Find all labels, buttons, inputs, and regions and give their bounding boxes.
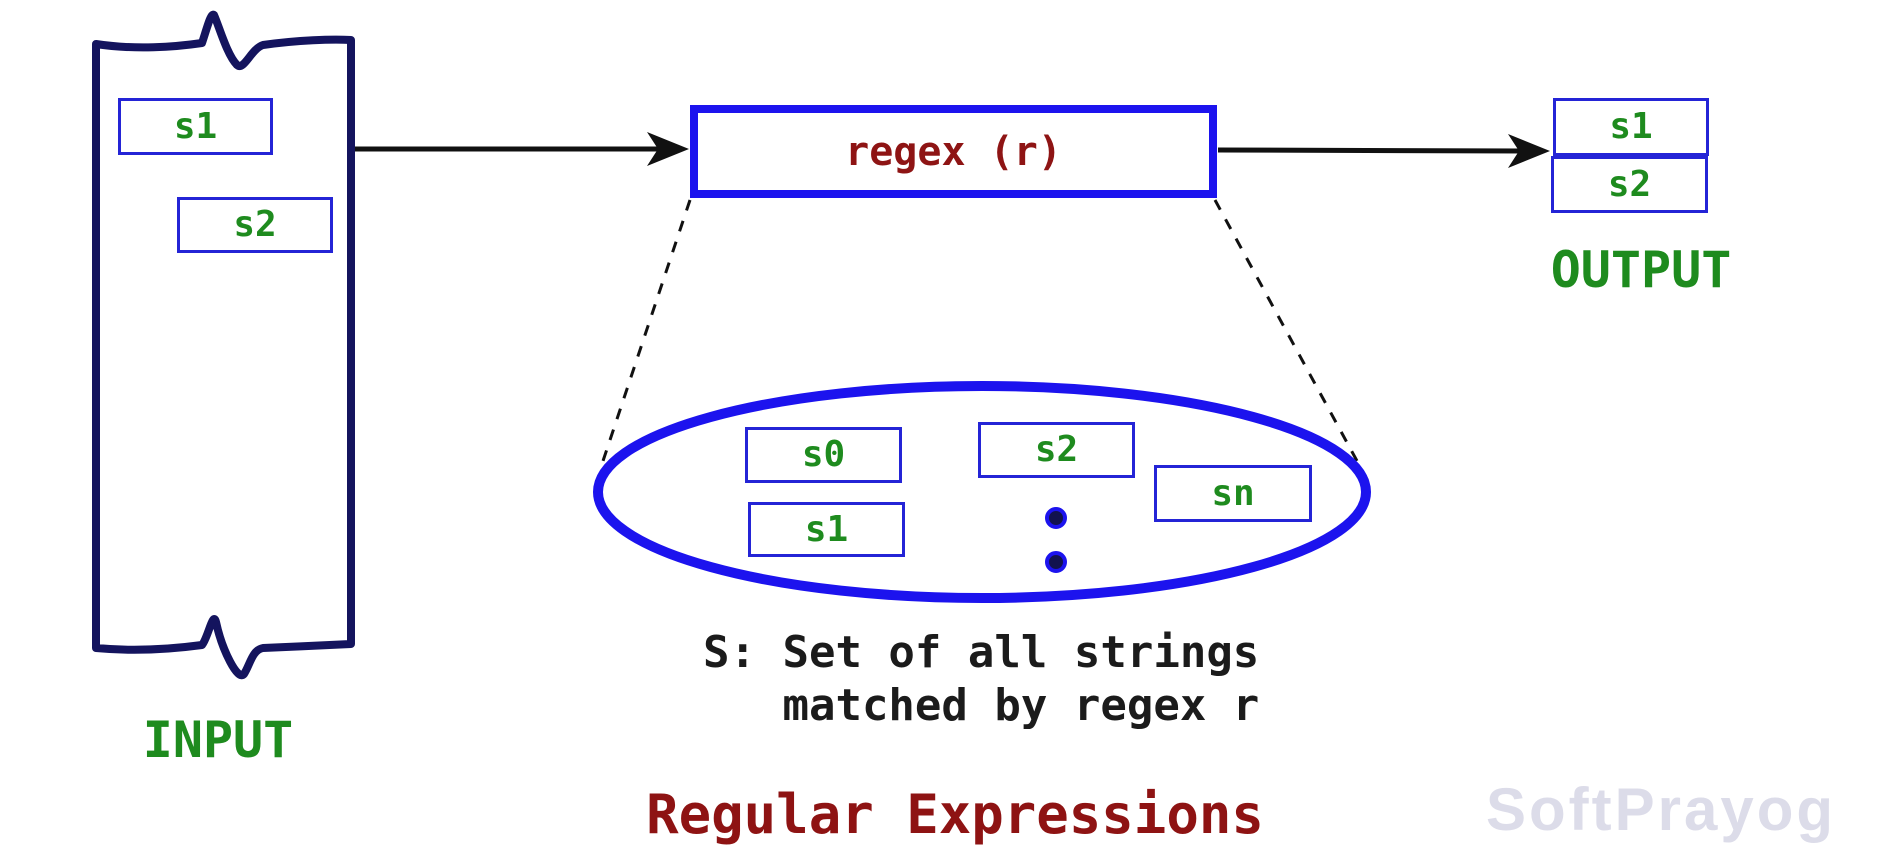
string-set-ellipse xyxy=(593,381,1371,603)
input-string-s2: s2 xyxy=(177,197,333,253)
set-member-s1: s1 xyxy=(748,502,905,557)
set-caption-line1: S: Set of all strings xyxy=(703,627,1260,678)
ellipsis-dot-bottom xyxy=(1045,551,1067,573)
input-string-s1: s1 xyxy=(118,98,273,155)
input-document-outline xyxy=(92,10,355,680)
diagram-title: Regular Expressions xyxy=(646,783,1264,846)
set-caption-line2: matched by regex r xyxy=(703,680,1260,731)
ellipsis-dot-top xyxy=(1045,507,1067,529)
dashed-line-left xyxy=(599,199,692,468)
output-string-s2: s2 xyxy=(1551,156,1708,213)
output-string-s1: s1 xyxy=(1553,98,1709,156)
input-label: INPUT xyxy=(142,711,294,769)
set-member-s2: s2 xyxy=(978,422,1135,478)
set-caption: S: Set of all strings matched by regex r xyxy=(703,626,1259,732)
arrow-input-to-regex-head xyxy=(647,132,689,166)
set-member-s0: s0 xyxy=(745,427,902,483)
arrow-regex-to-output-head xyxy=(1508,134,1550,168)
dashed-line-right xyxy=(1213,199,1371,484)
regex-box: regex (r) xyxy=(690,105,1217,198)
set-member-sn: sn xyxy=(1154,465,1312,522)
softprayog-watermark: SoftPrayog xyxy=(1486,776,1837,843)
output-label: OUTPUT xyxy=(1550,241,1732,299)
arrow-regex-to-output-line xyxy=(1217,147,1524,154)
